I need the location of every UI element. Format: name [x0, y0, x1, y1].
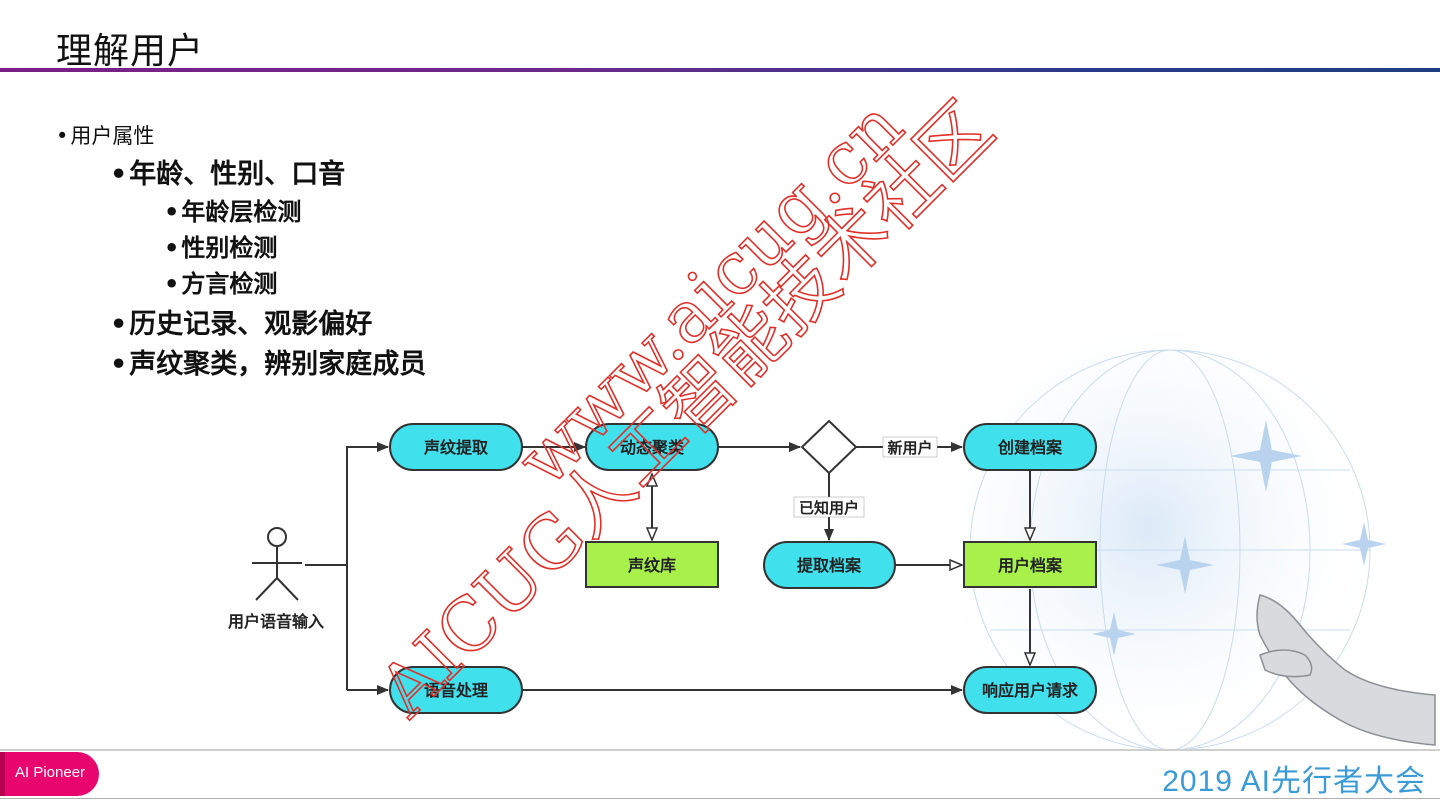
- node-label-create-profile: 创建档案: [997, 438, 1063, 457]
- bullet-user-attributes: 用户属性: [56, 120, 154, 150]
- node-voiceprint-extract: [389, 423, 523, 471]
- title-divider: [0, 68, 1440, 72]
- node-create-profile: [963, 423, 1097, 471]
- node-label-voiceprint-db: 声纹库: [627, 556, 676, 575]
- node-label-user-profile: 用户档案: [998, 556, 1063, 575]
- node-label-speech-process: 语音处理: [424, 681, 488, 700]
- node-user-profile: [963, 541, 1097, 588]
- bullet-text: 年龄、性别、口音: [129, 159, 346, 190]
- actor-label: 用户语音输入: [228, 612, 324, 631]
- footer-bottom-line: [0, 798, 1440, 799]
- edge-label-known-user: 已知用户: [799, 499, 859, 517]
- badge-accent-bar: [0, 752, 5, 796]
- edge-to-voiceprint-extract: [346, 442, 389, 690]
- bullet-text: 年龄层检测: [181, 198, 302, 226]
- edge-label-bg: [793, 496, 865, 518]
- bullet-text: 声纹聚类，辨别家庭成员: [129, 349, 427, 380]
- conference-brand-logo: 2019 AI先行者大会: [1162, 765, 1426, 798]
- ai-pioneer-badge: AI Pioneer: [0, 752, 99, 796]
- slide-title: 理解用户: [56, 31, 205, 72]
- bullet-gender-detection: 性别检测: [164, 228, 277, 263]
- footer-divider: [0, 749, 1440, 751]
- node-label-respond: 响应用户请求: [982, 681, 1079, 700]
- bullet-age-gender-accent: 年龄、性别、口音: [110, 152, 345, 191]
- bullet-text: 用户属性: [70, 124, 155, 148]
- edge-label-new-user: 新用户: [887, 439, 932, 457]
- node-label-dynamic-cluster: 动态聚类: [620, 438, 685, 457]
- bullet-age-detection: 年龄层检测: [164, 192, 301, 227]
- bullet-text: 性别检测: [181, 234, 278, 262]
- badge-label: AI Pioneer: [15, 764, 86, 781]
- node-fetch-profile: [763, 541, 896, 589]
- bullet-text: 方言检测: [181, 270, 278, 298]
- bullet-voiceprint-cluster: 声纹聚类，辨别家庭成员: [110, 342, 426, 381]
- robot-hand-icon: [1256, 594, 1436, 746]
- user-actor-icon: [252, 527, 302, 601]
- node-dynamic-cluster: [585, 423, 719, 471]
- node-speech-process: [389, 666, 523, 714]
- node-label-voiceprint-extract: 声纹提取: [423, 438, 488, 457]
- node-label-fetch-profile: 提取档案: [797, 556, 862, 575]
- node-respond: [963, 666, 1097, 714]
- bullet-text: 历史记录、观影偏好: [129, 309, 373, 340]
- bullet-history: 历史记录、观影偏好: [110, 302, 372, 341]
- edge-label-bg: [882, 436, 938, 458]
- node-voiceprint-db: [585, 541, 719, 588]
- node-decision: [800, 419, 858, 475]
- bullet-dialect-detection: 方言检测: [164, 264, 277, 299]
